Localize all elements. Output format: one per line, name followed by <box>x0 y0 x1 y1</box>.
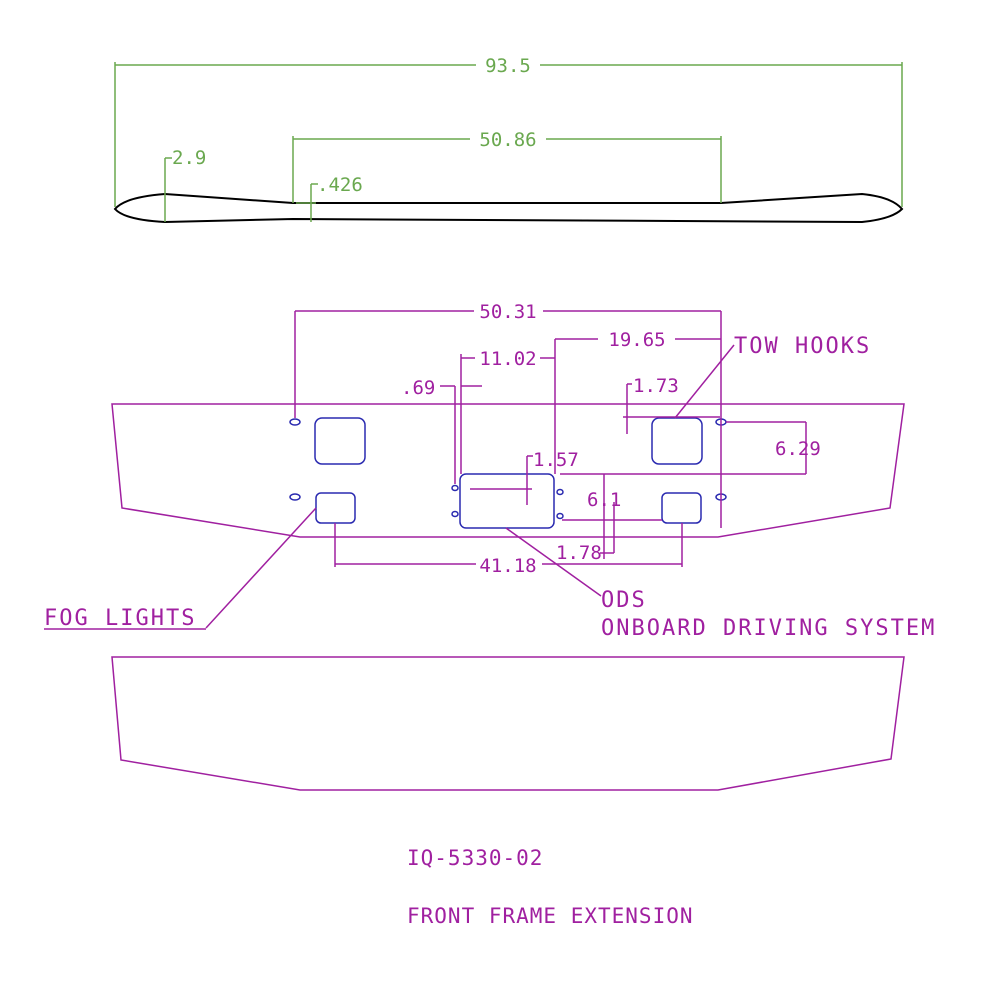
dim-tow-hook-spacing-text: 50.31 <box>479 301 536 323</box>
dim-ods-height-offset-text: 1.57 <box>533 449 579 471</box>
dim-center-length <box>292 136 722 203</box>
dim-ods-width-text: 11.02 <box>479 348 536 370</box>
dim-tow-hook-vertical-text: 6.29 <box>775 438 821 460</box>
upper-left-light-cutout <box>314 417 366 465</box>
dim-ods-to-tow-text: 19.65 <box>608 329 665 351</box>
part-number: IQ-5330-02 <box>407 846 543 870</box>
top-view: 93.5 50.86 2.9 .426 <box>113 55 904 224</box>
dim-fog-spacing-text: 41.18 <box>479 555 536 577</box>
dim-center-length-text: 50.86 <box>479 129 536 151</box>
tow-hooks-label: TOW HOOKS <box>734 334 871 359</box>
fog-light-cutout-left <box>315 492 356 524</box>
dim-end-height-text: 2.9 <box>172 147 206 169</box>
part-name: FRONT FRAME EXTENSION <box>407 904 694 928</box>
fog-light-cutout-right <box>661 492 702 524</box>
ods-hole-4 <box>556 512 564 520</box>
dim-tow-hook-offset-text: 1.73 <box>633 375 679 397</box>
ods-full-label: ONBOARD DRIVING SYSTEM <box>601 616 936 641</box>
dim-step <box>296 183 318 222</box>
front-view-holes <box>289 417 727 529</box>
top-view-outline <box>113 192 904 224</box>
ods-hole-1 <box>451 484 459 492</box>
ods-cutout <box>459 473 555 529</box>
dim-ods-left-offset-text: .69 <box>401 377 435 399</box>
bottom-view-outline <box>111 656 905 791</box>
front-view: 50.31 19.65 11.02 .69 1.73 1.57 6.29 6.1… <box>44 301 936 641</box>
front-view-outline <box>111 403 905 538</box>
ods-hole-3 <box>556 488 564 496</box>
tow-hooks-leader <box>674 344 735 419</box>
ods-leader <box>505 527 602 597</box>
dim-fog-vertical-text: 6.1 <box>587 489 621 511</box>
fog-lights-leader <box>205 507 317 629</box>
ods-label: ODS <box>601 588 647 613</box>
dim-overall-length <box>114 62 903 207</box>
front-view-dimension-lines <box>205 310 807 629</box>
fog-lights-label: FOG LIGHTS <box>44 606 196 631</box>
dim-fog-offset-text: 1.78 <box>556 542 602 564</box>
dim-overall-length-text: 93.5 <box>485 55 531 77</box>
upper-right-light-cutout <box>651 417 703 465</box>
dim-end-height <box>164 157 172 222</box>
dim-step-text: .426 <box>317 174 363 196</box>
fog-hole-ll <box>289 493 301 501</box>
ods-hole-2 <box>451 510 459 518</box>
tow-hook-hole-ul <box>289 418 301 426</box>
